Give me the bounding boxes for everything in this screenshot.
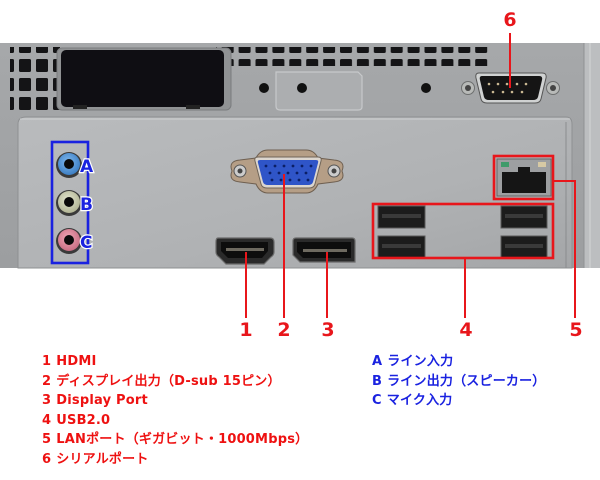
callout-number-5: 5 — [569, 319, 582, 341]
displayport-port — [292, 237, 356, 263]
parallel-port-knockout — [259, 71, 431, 111]
audio-jack-line-in — [56, 152, 82, 178]
legend-key: C — [372, 393, 382, 409]
callout-number-4: 4 — [459, 319, 472, 341]
legend-text: HDMI — [56, 354, 97, 369]
callout-number-1: 1 — [239, 319, 252, 341]
callout-letter-a: A — [80, 157, 94, 177]
audio-callout-box — [50, 140, 90, 265]
chassis-side-rail — [584, 43, 600, 268]
usb-callout-box — [371, 202, 555, 260]
vga-port — [230, 149, 344, 194]
legend-item: 1 HDMI — [42, 352, 308, 372]
vent-grille-left — [10, 47, 60, 115]
legend-key: 3 — [42, 393, 52, 409]
legend-key: 5 — [42, 432, 52, 448]
lan-callout-box — [492, 154, 555, 201]
legend-key: 2 — [42, 373, 52, 389]
legend-text: Display Port — [56, 393, 148, 409]
legend-text: ディスプレイ出力（D-sub 15ピン） — [56, 373, 281, 389]
vent-grille-top — [216, 47, 488, 66]
callout-number-2: 2 — [277, 319, 290, 341]
lan-port — [496, 158, 552, 197]
legend-key: 1 — [42, 354, 52, 369]
audio-jack-line-out — [56, 190, 82, 216]
callout-number-3: 3 — [321, 319, 334, 341]
legend-key: 4 — [42, 412, 52, 428]
legend-text: シリアルポート — [56, 451, 149, 467]
expansion-slot-cover — [56, 47, 232, 111]
leader-line-5 — [553, 180, 576, 318]
hdmi-port — [215, 237, 275, 265]
callout-letter-b: B — [80, 195, 93, 215]
legend-key: 6 — [42, 451, 52, 467]
audio-jack-mic-in — [56, 228, 82, 254]
legend-key: A — [372, 354, 383, 369]
legend-text: ライン入力 — [387, 354, 454, 369]
legend-key: B — [372, 373, 383, 389]
legend-item: A ライン入力 — [372, 352, 546, 372]
legend-text: ライン出力（スピーカー） — [387, 373, 546, 389]
legend-text: USB2.0 — [56, 412, 111, 428]
legend-text: LANポート（ギガビット・1000Mbps） — [56, 432, 309, 448]
callout-number-6: 6 — [503, 9, 516, 31]
legend-text: マイク入力 — [386, 393, 453, 409]
callout-letter-c: C — [80, 233, 92, 253]
